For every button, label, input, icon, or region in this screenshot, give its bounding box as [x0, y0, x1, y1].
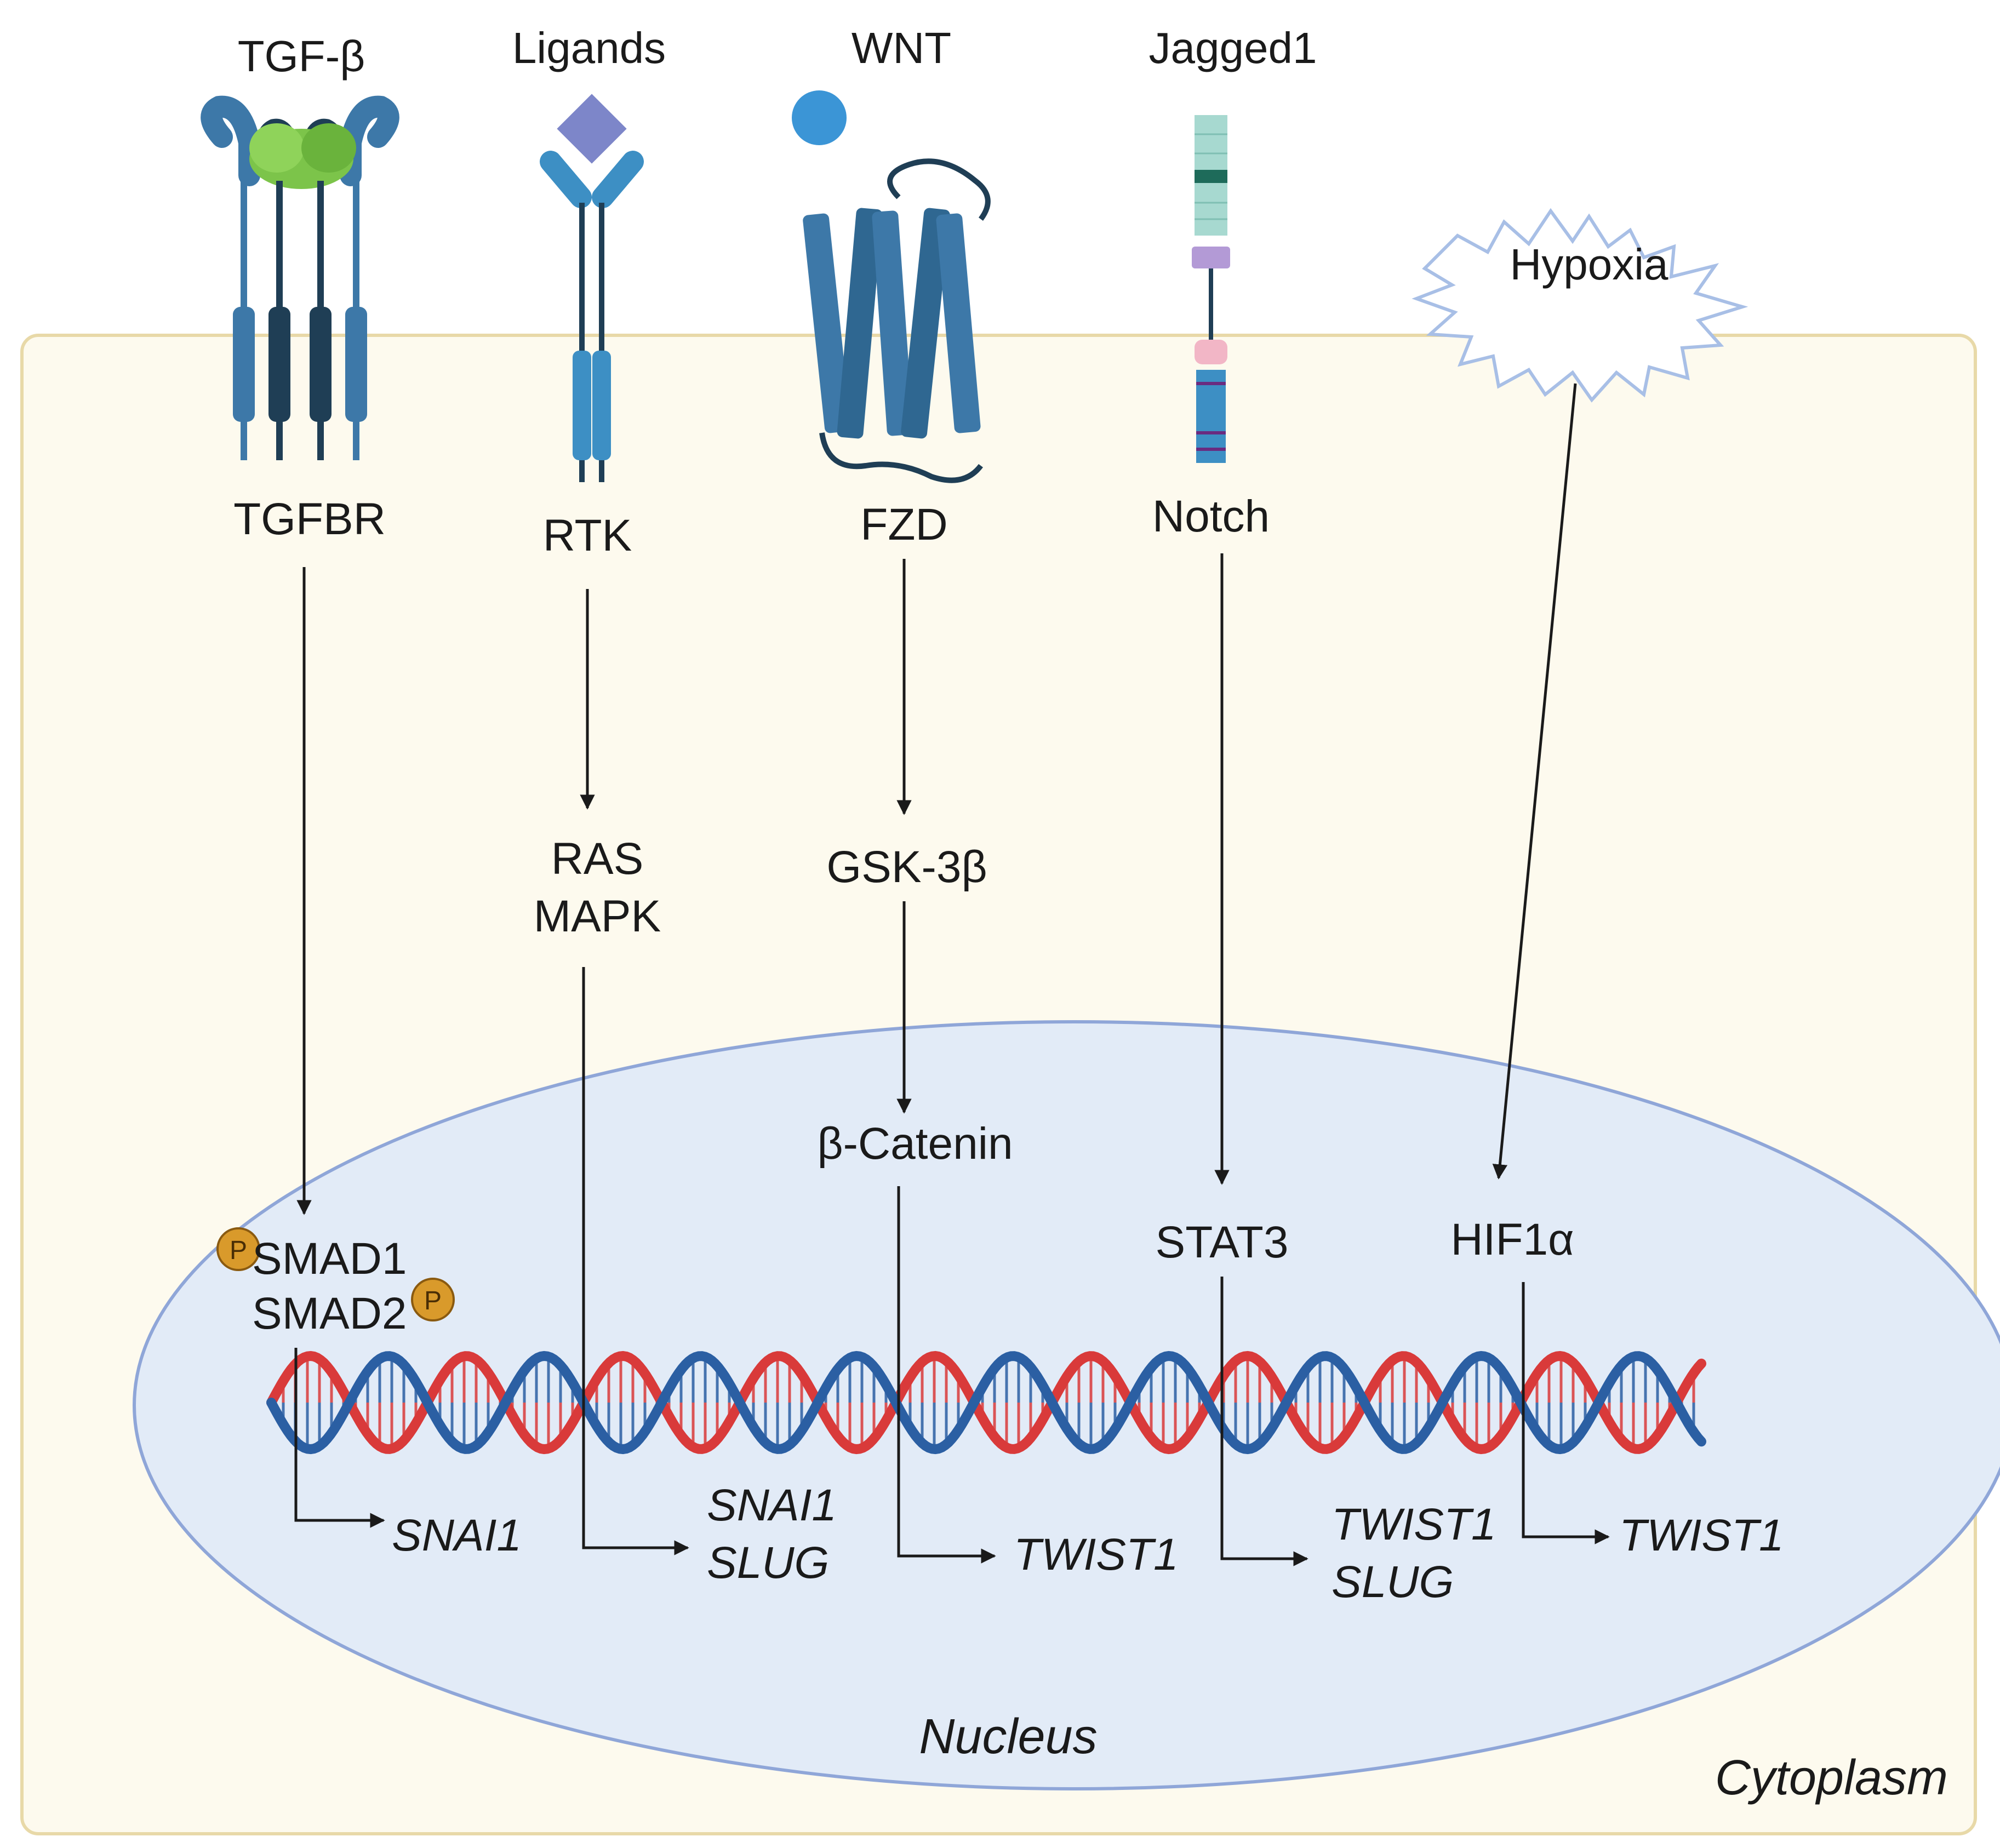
gene-snai1-smad: SNAI1 [392, 1511, 522, 1560]
gene-slug-mapk: SLUG [707, 1538, 829, 1588]
label-wnt: WNT [852, 24, 951, 72]
notch-receptor-icon [1192, 115, 1230, 463]
label-fzd: FZD [860, 500, 947, 550]
catenin-to-twist1-arrow [897, 1186, 996, 1564]
hypoxia-to-hif-arrow [1492, 383, 1577, 1180]
svg-text:P: P [424, 1286, 442, 1315]
gene-twist1-stat3: TWIST1 [1332, 1500, 1496, 1549]
tgfbr-receptor-icon [201, 95, 399, 460]
label-jagged1: Jagged1 [1149, 24, 1317, 72]
dna-helix-icon [266, 1351, 1706, 1455]
label-mapk: MAPK [534, 891, 661, 941]
smad-to-snai1-arrow [294, 1348, 385, 1528]
hypoxia-starburst-icon [1412, 208, 1748, 403]
label-tgfb: TGF-β [238, 32, 365, 81]
fzd-receptor-icon [803, 158, 991, 483]
dna-strand-blue [266, 1351, 1706, 1455]
gene-twist1-catenin: TWIST1 [1014, 1530, 1179, 1580]
label-rtk: RTK [543, 511, 632, 560]
label-stat3: STAT3 [1156, 1217, 1289, 1267]
label-gsk3b: GSK-3β [826, 842, 987, 892]
label-bcatenin: β-Catenin [817, 1119, 1013, 1169]
label-notch: Notch [1152, 491, 1270, 541]
dna-strand-red [266, 1351, 1706, 1455]
label-hif1a: HIF1α [1450, 1215, 1574, 1265]
label-ras: RAS [551, 834, 644, 884]
label-nucleus: Nucleus [919, 1709, 1097, 1764]
mapk-to-snai1-slug-arrow [582, 967, 689, 1555]
phospho-badge-smad2: P [411, 1278, 455, 1321]
gene-twist1-hif: TWIST1 [1619, 1511, 1784, 1560]
label-cytoplasm: Cytoplasm [1715, 1750, 1948, 1805]
label-tgfbr: TGFBR [233, 494, 386, 544]
hif-to-twist1-arrow [1522, 1282, 1610, 1544]
label-ligands: Ligands [512, 24, 666, 72]
svg-text:P: P [230, 1236, 247, 1265]
label-smad1: SMAD1 [252, 1234, 407, 1284]
gene-snai1-mapk: SNAI1 [707, 1480, 837, 1530]
phospho-badge-smad1: P [216, 1227, 260, 1271]
gene-slug-stat3: SLUG [1332, 1557, 1454, 1607]
label-smad2: SMAD2 [252, 1289, 407, 1338]
label-hypoxia: Hypoxia [1510, 240, 1668, 289]
wnt-ligand-icon [792, 90, 847, 145]
stat3-to-twist1-slug-arrow [1220, 1277, 1308, 1566]
